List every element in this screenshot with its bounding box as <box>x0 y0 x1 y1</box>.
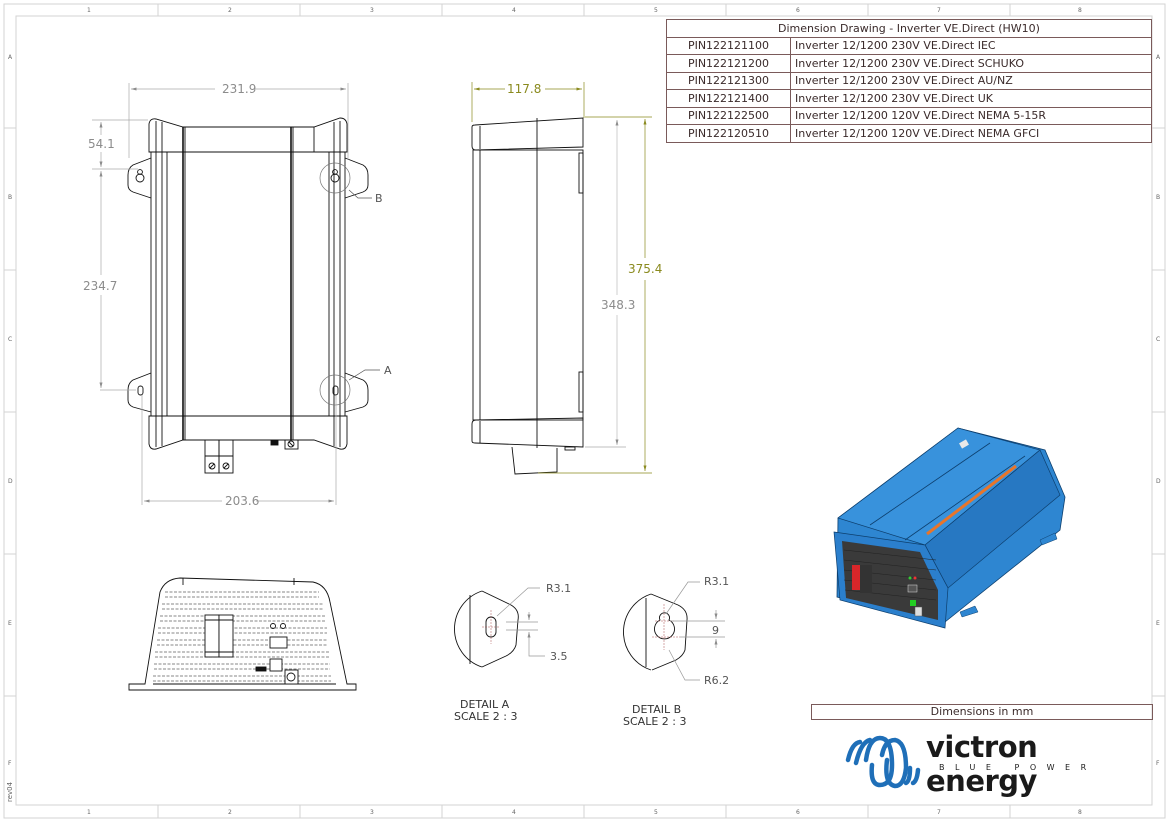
svg-text:B: B <box>1156 194 1160 201</box>
svg-text:8: 8 <box>1078 7 1082 14</box>
detail-a-slot-width: 3.5 <box>550 650 568 663</box>
svg-text:B: B <box>8 194 12 201</box>
svg-text:A: A <box>8 54 13 61</box>
dim-hole-spacing: 234.7 <box>83 279 117 293</box>
svg-text:8: 8 <box>1078 809 1082 816</box>
part-description: Inverter 12/1200 230V VE.Direct SCHUKO <box>790 54 1152 73</box>
sheet-frame <box>3 3 1166 819</box>
part-description: Inverter 12/1200 230V VE.Direct UK <box>790 89 1152 108</box>
svg-text:3: 3 <box>370 809 374 816</box>
svg-text:7: 7 <box>937 809 941 816</box>
svg-text:C: C <box>1156 336 1160 343</box>
front-view-dimensions <box>92 83 380 505</box>
svg-text:5: 5 <box>654 7 658 14</box>
part-description: Inverter 12/1200 230V VE.Direct IEC <box>790 36 1152 55</box>
part-number: PIN122121300 <box>666 71 791 90</box>
detail-a-radius: R3.1 <box>546 582 571 595</box>
svg-text:D: D <box>1156 478 1161 485</box>
dim-depth: 117.8 <box>507 82 541 96</box>
callout-b: B <box>375 192 383 205</box>
side-view <box>471 117 584 475</box>
dim-width-overall: 231.9 <box>222 82 256 96</box>
callout-a: A <box>384 364 392 377</box>
side-view-labels: 117.8 375.4 348.3 <box>507 82 662 312</box>
keyhole-top-left <box>135 169 145 183</box>
part-description: Inverter 12/1200 230V VE.Direct AU/NZ <box>790 71 1152 90</box>
svg-text:7: 7 <box>937 7 941 14</box>
detail-b <box>623 581 725 681</box>
part-number: PIN122121100 <box>666 36 791 55</box>
svg-text:4: 4 <box>512 809 516 816</box>
product-render <box>833 427 1066 629</box>
revision-label: rev04 <box>6 781 14 802</box>
detail-b-labels: R3.1 9 R6.2 DETAIL B SCALE 2 : 3 <box>623 575 729 728</box>
detail-a-title: DETAIL A <box>460 698 510 711</box>
part-number: PIN122122500 <box>666 106 791 125</box>
detail-b-radius-large: R6.2 <box>704 674 729 687</box>
dim-height-body: 348.3 <box>601 298 635 312</box>
brand-name: victron energy <box>926 730 1038 798</box>
keyhole-top-right <box>330 169 340 183</box>
dim-hole-width: 203.6 <box>225 494 259 508</box>
svg-text:C: C <box>8 336 12 343</box>
detail-a-labels: R3.1 3.5 DETAIL A SCALE 2 : 3 <box>454 582 571 723</box>
part-number: PIN122120510 <box>666 124 791 143</box>
title-block-header: Dimension Drawing - Inverter VE.Direct (… <box>666 19 1152 38</box>
svg-text:5: 5 <box>654 809 658 816</box>
svg-text:2: 2 <box>228 809 232 816</box>
svg-text:F: F <box>1156 760 1160 767</box>
detail-b-radius-small: R3.1 <box>704 575 729 588</box>
side-view-dimensions <box>471 82 652 474</box>
detail-b-title: DETAIL B <box>632 703 681 716</box>
svg-text:2: 2 <box>228 7 232 14</box>
dim-height-overall: 375.4 <box>628 262 662 276</box>
svg-text:1: 1 <box>87 7 91 14</box>
svg-text:A: A <box>1156 54 1161 61</box>
detail-a <box>454 587 545 668</box>
svg-text:3: 3 <box>370 7 374 14</box>
victron-logo-mark <box>845 735 921 789</box>
zone-labels: 1 2 3 4 5 6 7 8 1 2 3 4 5 6 7 8 A B C D … <box>6 7 1161 816</box>
victron-logo: victron energy BLUE POWER <box>838 730 1138 798</box>
detail-b-scale: SCALE 2 : 3 <box>623 715 686 728</box>
detail-a-scale: SCALE 2 : 3 <box>454 710 517 723</box>
part-description: Inverter 12/1200 120V VE.Direct NEMA GFC… <box>790 124 1152 143</box>
units-note: Dimensions in mm <box>811 704 1153 720</box>
svg-text:4: 4 <box>512 7 516 14</box>
svg-text:6: 6 <box>796 809 800 816</box>
front-view <box>127 117 369 474</box>
part-description: Inverter 12/1200 120V VE.Direct NEMA 5-1… <box>790 106 1152 125</box>
dim-top-to-hole: 54.1 <box>88 137 115 151</box>
svg-text:D: D <box>8 478 13 485</box>
svg-text:6: 6 <box>796 7 800 14</box>
svg-text:E: E <box>8 620 12 627</box>
front-view-labels: 231.9 54.1 234.7 203.6 B A <box>83 82 392 508</box>
svg-text:1: 1 <box>87 809 91 816</box>
part-number: PIN122121200 <box>666 54 791 73</box>
brand-tagline: BLUE POWER <box>939 763 1097 772</box>
detail-b-center-distance: 9 <box>712 624 719 637</box>
part-number: PIN122121400 <box>666 89 791 108</box>
title-block-table: Dimension Drawing - Inverter VE.Direct (… <box>666 19 1152 143</box>
end-view <box>128 577 357 691</box>
svg-text:E: E <box>1156 620 1160 627</box>
svg-text:F: F <box>8 760 12 767</box>
